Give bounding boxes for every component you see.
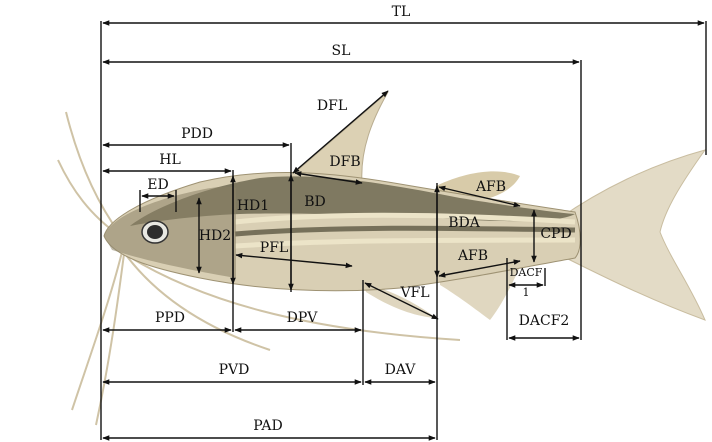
label-dfb: DFB	[329, 154, 360, 170]
fish-pupil	[147, 225, 163, 239]
label-pad: PAD	[253, 418, 282, 434]
fish-illustration	[58, 92, 705, 425]
label-tl: TL	[392, 4, 411, 20]
label-dpv: DPV	[287, 310, 319, 326]
label-sl: SL	[332, 43, 351, 59]
label-bda: BDA	[448, 215, 481, 231]
label-dacf2: DACF2	[519, 313, 570, 329]
label-afb-top: AFB	[475, 179, 506, 195]
label-dacf1-digit: 1	[523, 286, 530, 299]
label-ed: ED	[147, 177, 168, 193]
label-hd1: HD1	[237, 198, 269, 214]
label-hl: HL	[159, 152, 181, 168]
label-dfl: DFL	[317, 98, 347, 114]
label-dav: DAV	[385, 362, 417, 378]
label-bd: BD	[304, 194, 326, 210]
label-afb-bottom: AFB	[457, 248, 488, 264]
label-vfl: VFL	[399, 285, 429, 301]
label-pdd: PDD	[181, 126, 213, 142]
label-hd2: HD2	[199, 228, 231, 244]
label-pvd: PVD	[219, 362, 250, 378]
label-pfl: PFL	[260, 240, 288, 256]
label-dacf1: DACF	[510, 266, 543, 279]
label-cpd: CPD	[540, 226, 571, 242]
caudal-fin	[560, 150, 705, 320]
label-ppd: PPD	[155, 310, 185, 326]
